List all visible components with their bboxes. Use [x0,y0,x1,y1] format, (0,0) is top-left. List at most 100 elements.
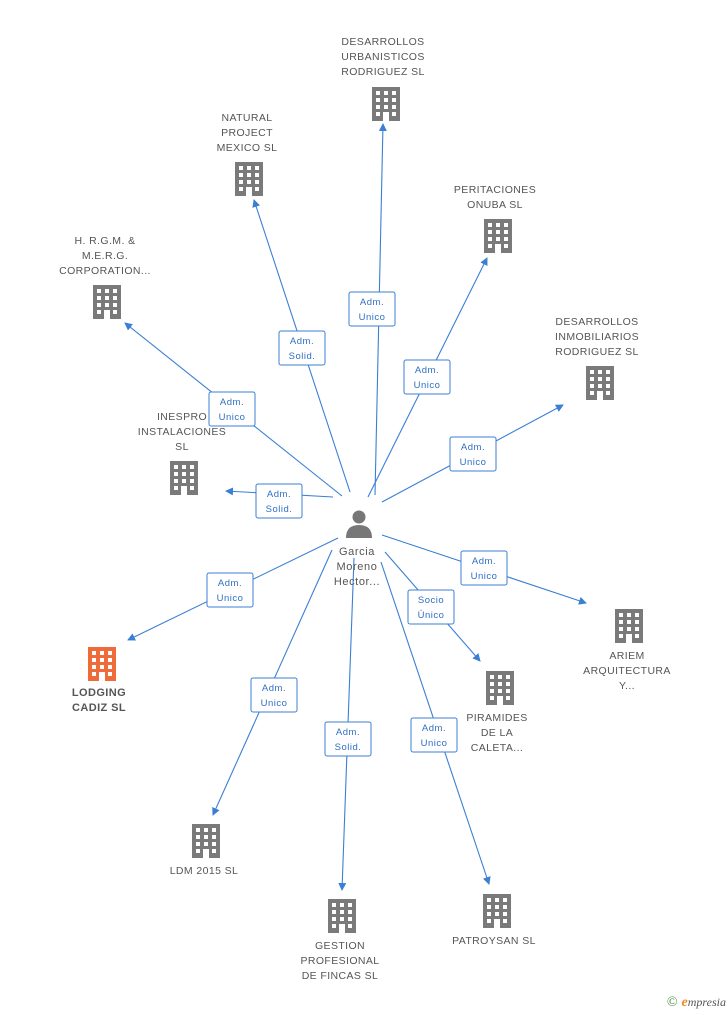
company-node-desarrollos-inmobiliarios[interactable]: DESARROLLOS INMOBILIARIOS RODRIGUEZ SL [555,316,639,400]
role-box [324,721,372,757]
company-node-ariem[interactable]: ARIEMARQUITECTURAY... [583,609,671,692]
person-name-line: Garcia [339,546,375,558]
copyright-icon: © [666,995,678,1010]
role-text: Único [418,610,445,621]
company-name-line: CALETA... [471,742,523,754]
center-person-node[interactable]: GarciaMorenoHector... [334,510,380,589]
role-label-hrgm-merg[interactable]: Adm. Unico [208,391,256,427]
role-box [255,483,303,519]
role-label-ldm-2015[interactable]: Adm. Unico [250,677,298,713]
building-icon [93,285,121,319]
company-name-line: DE FINCAS SL [302,970,379,982]
role-label-desarrollos-inmobiliarios[interactable]: Adm. Unico [449,436,497,472]
role-label-peritaciones-onuba[interactable]: Adm. Unico [403,359,451,395]
company-name-line: ARIEM [609,650,644,662]
role-text: Solid. [266,504,293,515]
company-name-line: LODGING [72,687,126,699]
company-name-line: INESPRO [157,411,207,423]
role-box [250,677,298,713]
role-label-patroysan[interactable]: Adm.Unico [410,717,458,753]
role-box [460,550,508,586]
role-text: Adm. [336,727,360,738]
role-text: Adm. [472,556,496,567]
role-text: Adm. [218,578,242,589]
role-text: Adm. [290,336,314,347]
building-icon [235,162,263,196]
role-text: Adm. [415,365,439,376]
role-text: Unico [261,698,288,709]
company-name-line: MEXICO SL [217,142,278,154]
company-name-line: GESTION [315,940,365,952]
building-icon [372,87,400,121]
role-text: Unico [359,312,386,323]
role-label-ariem[interactable]: Adm.Unico [460,550,508,586]
role-box [348,291,396,327]
company-name-line: LDM 2015 SL [170,865,239,877]
company-name-line: PATROYSAN SL [452,935,536,947]
role-box [407,589,455,625]
role-box [403,359,451,395]
building-icon [586,366,614,400]
building-icon [615,609,643,643]
company-node-patroysan[interactable]: PATROYSAN SL [452,894,536,947]
company-name-line: PERITACIONES [454,184,536,196]
company-name-line: CORPORATION... [59,265,151,277]
role-box [449,436,497,472]
company-node-peritaciones-onuba[interactable]: PERITACIONES ONUBA SL [454,184,536,253]
role-label-gestion-profesional[interactable]: Adm.Solid. [324,721,372,757]
company-node-hrgm-merg[interactable]: H. R.G.M. &M.E.R.G.CORPORATION... [59,235,151,319]
role-label-desarrollos-urbanisticos[interactable]: Adm. Unico [348,291,396,327]
company-name-line: ARQUITECTURA [583,665,671,677]
building-icon [192,824,220,858]
company-name-line: M.E.R.G. [82,250,128,262]
company-name-line: ONUBA SL [467,199,523,211]
company-name-line: NATURAL [221,112,272,124]
company-node-piramides[interactable]: PIRAMIDES DE LA CALETA... [466,671,527,754]
role-box [208,391,256,427]
company-name-line: SL [175,441,189,453]
role-text: Adm. [267,489,291,500]
company-node-ldm-2015[interactable]: LDM 2015 SL [170,824,239,877]
company-node-lodging-cadiz[interactable]: LODGING CADIZ SL [72,647,126,714]
person-icon [346,510,372,538]
company-name-line: DESARROLLOS [341,36,424,48]
company-name-line: URBANISTICOS [341,51,425,63]
company-node-desarrollos-urbanisticos[interactable]: DESARROLLOS URBANISTICOS RODRIGUEZ SL [341,36,425,121]
role-text: Adm. [262,683,286,694]
brand-initial: e [681,995,688,1010]
person-name-line: Moreno [337,561,378,573]
building-icon [484,219,512,253]
role-text: Adm. [461,442,485,453]
company-name-line: CADIZ SL [72,702,126,714]
building-icon [486,671,514,705]
footer-brand: ©empresia [667,995,726,1011]
building-icon [170,461,198,495]
building-icon [328,899,356,933]
role-text: Unico [414,380,441,391]
company-name-line: PIRAMIDES [466,712,527,724]
role-text: Unico [219,412,246,423]
building-icon [483,894,511,928]
role-label-lodging-cadiz[interactable]: Adm. Unico [206,572,254,608]
role-text: Unico [217,593,244,604]
role-text: Unico [460,457,487,468]
role-label-natural-project[interactable]: Adm.Solid. [278,330,326,366]
role-box [278,330,326,366]
role-text: Adm. [220,397,244,408]
company-name-line: DESARROLLOS [555,316,638,328]
company-name-line: INMOBILIARIOS [555,331,639,343]
company-name-line: RODRIGUEZ SL [555,346,639,358]
role-label-inespro[interactable]: Adm. Solid. [255,483,303,519]
company-name-line: DE LA [481,727,513,739]
role-text: Adm. [360,297,384,308]
role-box [410,717,458,753]
company-name-line: RODRIGUEZ SL [341,66,425,78]
brand-name: mpresia [687,995,726,1009]
building-icon [88,647,116,681]
role-text: Unico [421,738,448,749]
